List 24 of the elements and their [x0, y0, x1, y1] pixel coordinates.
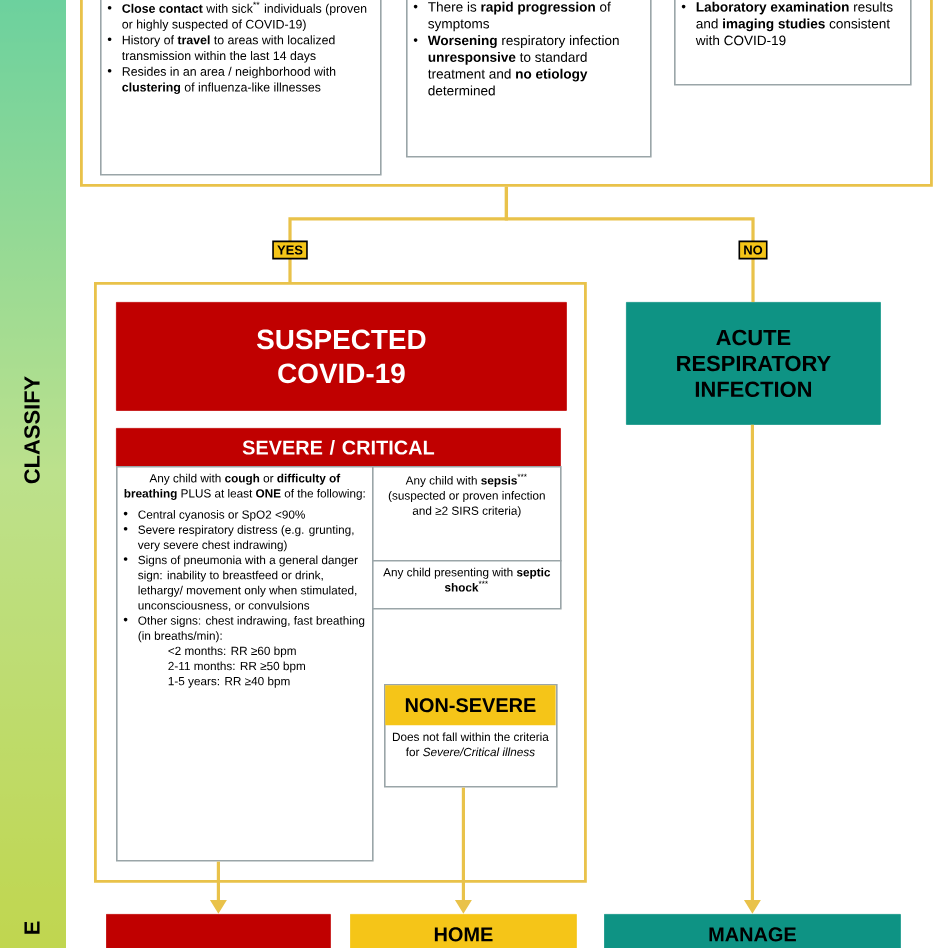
group-frame	[94, 282, 587, 883]
action-box	[106, 914, 331, 948]
criteria-box	[674, 0, 912, 86]
classification-box	[626, 302, 881, 425]
criteria-box	[100, 0, 382, 176]
connector	[504, 186, 755, 302]
action-box	[350, 914, 577, 948]
panel-heading: NON-SEVERE	[405, 698, 536, 713]
box-title: HOME	[434, 927, 493, 942]
box-title: SUSPECTED COVID-19	[256, 329, 426, 384]
box-title: SEVERE / CRITICAL	[242, 440, 435, 455]
criteria-box	[384, 684, 558, 788]
criteria-box	[406, 0, 652, 158]
criteria-box	[372, 466, 562, 562]
criteria-box	[372, 560, 562, 610]
action-box	[604, 914, 901, 948]
classification-box	[116, 302, 567, 411]
box-title: ACUTE RESPIRATORY INFECTION	[677, 329, 831, 398]
section-label: CLASSIFY	[24, 376, 40, 484]
section-label: E	[24, 921, 40, 934]
criteria-box	[116, 466, 374, 862]
box-title: MANAGE	[709, 927, 796, 942]
group-frame	[80, 0, 933, 187]
panel-heading	[116, 428, 561, 467]
